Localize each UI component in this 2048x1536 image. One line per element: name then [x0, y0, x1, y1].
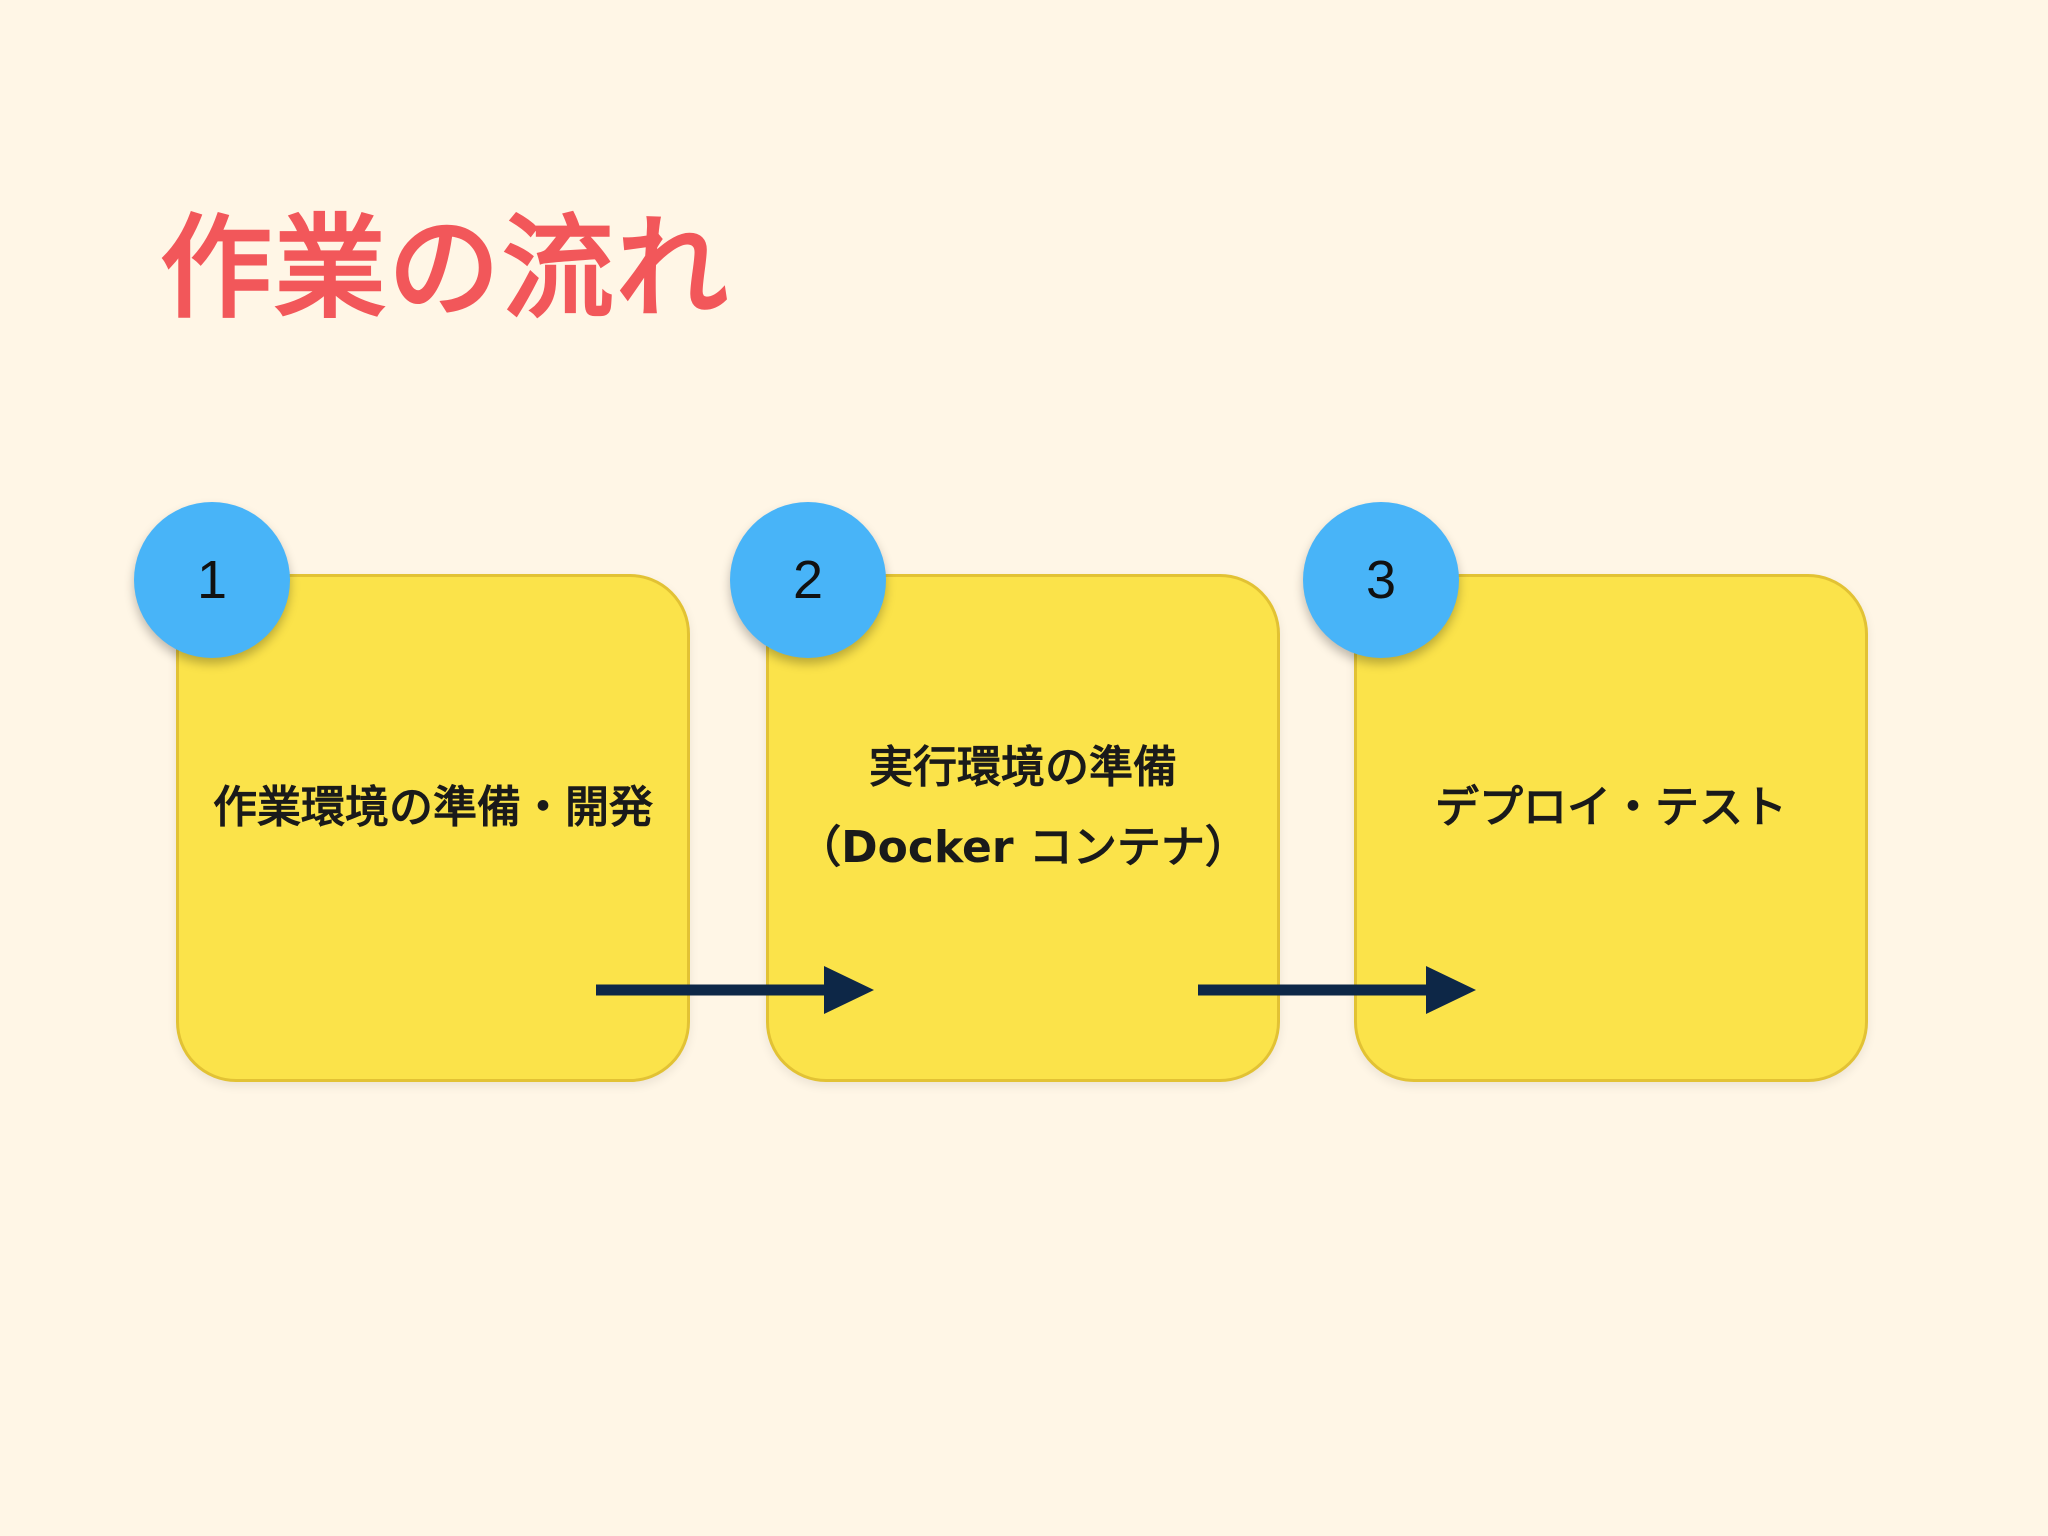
- arrow-right-icon: [596, 966, 874, 1014]
- step-number-badge-1: 1: [134, 502, 290, 658]
- slide-title: 作業の流れ: [160, 204, 730, 334]
- step-label-2: 実行環境の準備 （Docker コンテナ）: [797, 742, 1249, 873]
- step-box-1: 作業環境の準備・開発: [176, 574, 690, 1082]
- step-label-3: デプロイ・テスト: [1435, 782, 1787, 833]
- step-number-badge-3: 3: [1303, 502, 1459, 658]
- arrow-right-icon: [1198, 966, 1476, 1014]
- step-number-badge-2: 2: [730, 502, 886, 658]
- step-label-1: 作業環境の準備・開発: [213, 782, 653, 833]
- step-box-2: 実行環境の準備 （Docker コンテナ）: [766, 574, 1280, 1082]
